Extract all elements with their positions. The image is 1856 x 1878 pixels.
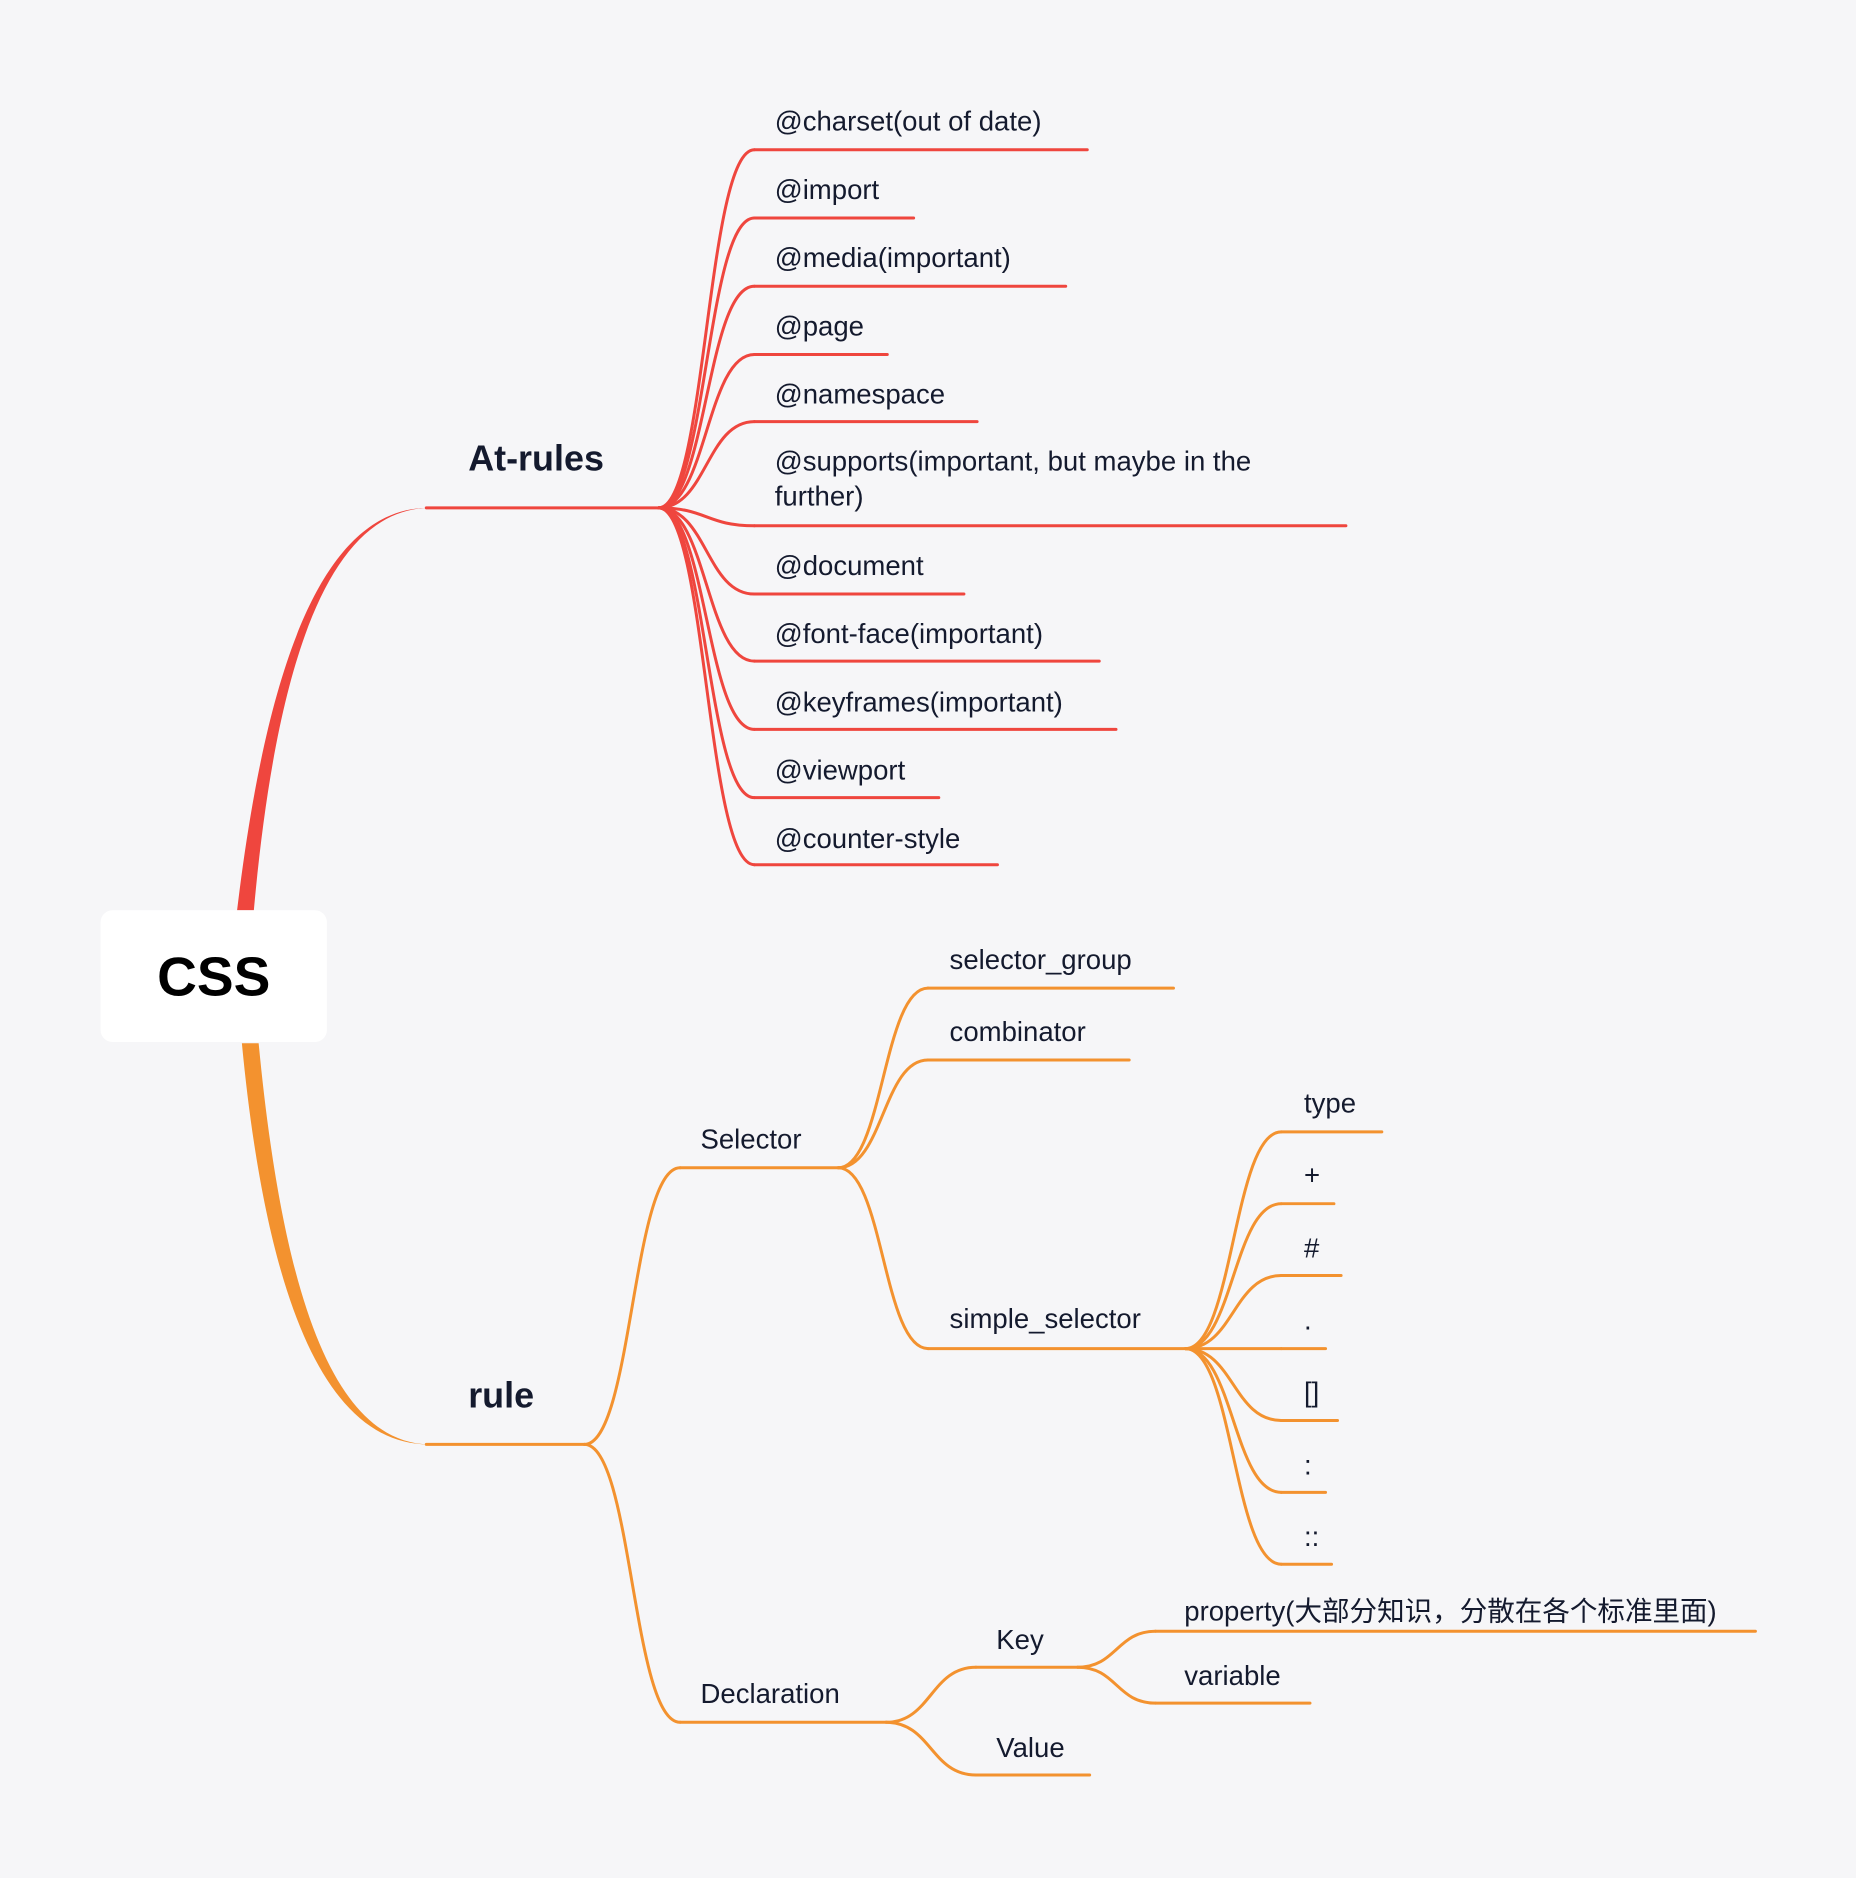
at-rule-document[interactable]: @document [774,549,924,581]
simple-selector-dot[interactable]: . [1303,1304,1312,1336]
at-rule-font-face[interactable]: @font-face(important) [774,618,1044,650]
simple-selector-item-connector [1183,1347,1283,1566]
at-rule-supports[interactable]: @supports(important, but maybe in the fu… [774,445,1252,512]
at-rules-node[interactable]: At-rules [468,439,604,480]
simple-selector-item-connector [1183,1347,1283,1494]
variable-connector [1076,1665,1158,1705]
selector-node[interactable]: Selector [700,1123,802,1155]
value-connector [884,1720,978,1777]
value-node[interactable]: Value [996,1731,1065,1764]
simple-selector-node[interactable]: simple_selector [949,1303,1141,1335]
selector-connector [582,1166,682,1446]
simple-selector-double-colon[interactable]: :: [1303,1521,1320,1553]
key-property-node[interactable]: property(大部分知识，分散在各个标准里面) [1184,1595,1717,1627]
at-rule-connector [657,506,756,528]
at-rule-counter-style[interactable]: @counter-style [774,822,961,854]
at-rule-connector [657,216,756,510]
at-rule-connector [657,506,756,596]
rule-node[interactable]: rule [468,1376,535,1416]
root-label: CSS [157,944,271,1008]
simple-selector-item-connector [1183,1347,1283,1422]
selector-child-connector [836,1058,930,1170]
at-rule-media[interactable]: @media(important) [774,241,1011,274]
at-rule-connector [657,506,756,867]
key-connector [884,1665,978,1724]
at-rule-connector [657,284,756,510]
simple-selector-type[interactable]: type [1303,1087,1357,1119]
rule-trunk [241,1043,429,1445]
at-rule-import[interactable]: @import [774,173,880,205]
property-connector [1076,1629,1158,1669]
simple-selector-colon[interactable]: : [1303,1449,1312,1481]
simple-selector-brackets[interactable]: [] [1303,1376,1320,1408]
declaration-connector [582,1442,682,1724]
key-variable-node[interactable]: variable [1184,1660,1281,1692]
at-rule-page[interactable]: @page [774,310,864,342]
simple-selector-item-connector [1183,1274,1283,1351]
simple-selector-item-connector [1183,1130,1283,1351]
root-node[interactable]: CSS [100,910,327,1042]
simple-selector-item-connector [1183,1202,1283,1351]
combinator-node[interactable]: combinator [949,1015,1086,1047]
simple-selector-plus[interactable]: + [1303,1159,1321,1191]
at-rule-viewport[interactable]: @viewport [774,754,906,786]
selector-group-node[interactable]: selector_group [949,943,1132,975]
selector-child-connector [836,1166,930,1351]
key-node[interactable]: Key [996,1624,1044,1656]
at-rule-connector [657,148,756,510]
at-rule-keyframes[interactable]: @keyframes(important) [774,686,1063,718]
at-rule-connector [657,506,756,731]
at-rule-connector [657,353,756,510]
at-rule-charset[interactable]: @charset(out of date) [774,105,1042,137]
at-rule-namespace[interactable]: @namespace [774,378,946,410]
at-rules-trunk [237,507,429,911]
declaration-node[interactable]: Declaration [700,1677,840,1710]
at-rule-connector [657,506,756,663]
at-rule-connector [657,420,756,510]
simple-selector-hash[interactable]: # [1303,1232,1320,1264]
selector-child-connector [836,986,930,1170]
